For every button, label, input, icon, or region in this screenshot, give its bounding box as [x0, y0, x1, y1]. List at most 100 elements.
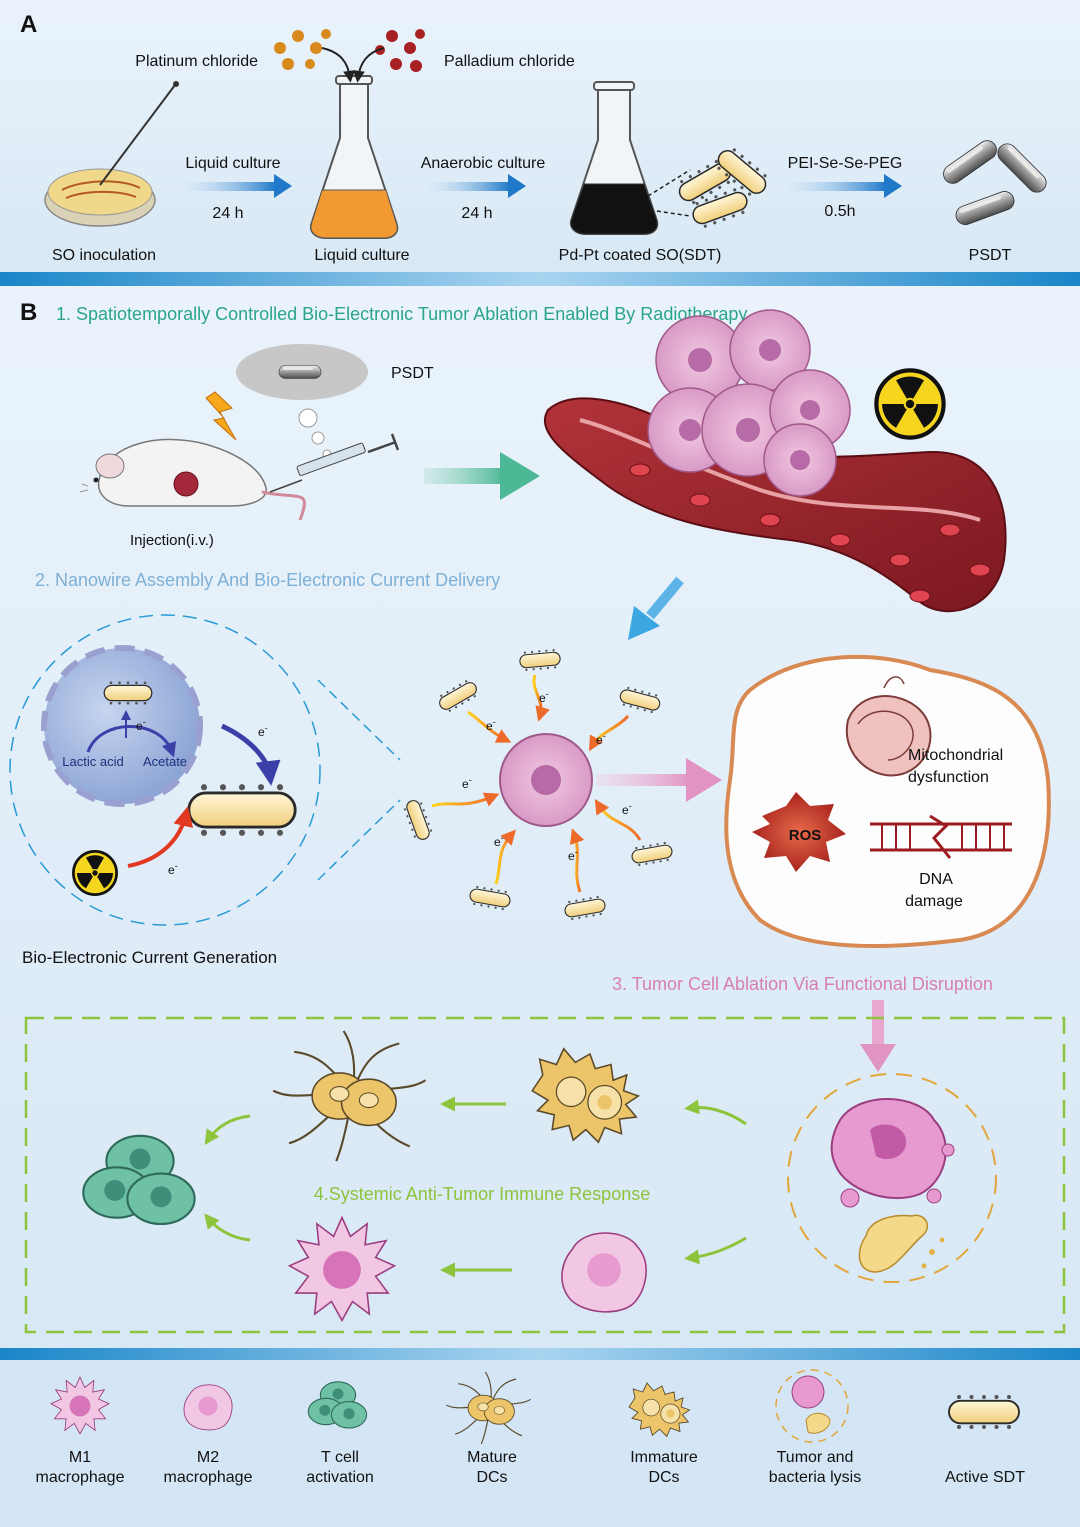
electron-label-6: e-	[596, 731, 606, 747]
ros-burst-icon	[752, 792, 846, 872]
arrow-2-head	[508, 174, 526, 198]
label-dna-2: damage	[905, 893, 963, 910]
thought-bubble-2	[311, 431, 325, 445]
label-time-2: 24 h	[461, 205, 492, 222]
label-injection: Injection(i.v.)	[130, 532, 214, 549]
legend-mdc-line1: Mature	[467, 1449, 517, 1466]
electron-superscript: -	[265, 723, 268, 733]
lysed-tumor-icon	[830, 1098, 955, 1208]
panel-a-background	[0, 0, 1080, 272]
legend-lysis-icon	[775, 1369, 849, 1443]
immune-response-box	[24, 1016, 1066, 1334]
bacterium-inner	[103, 680, 153, 706]
arrow-green-head	[500, 452, 540, 500]
label-ros: ROS	[789, 827, 822, 844]
legend-lysis-line2: bacteria lysis	[769, 1469, 861, 1486]
electron-superscript: -	[603, 731, 606, 741]
electron-label-10: e-	[568, 847, 578, 863]
thought-bubble-1	[298, 408, 318, 428]
electron-label-1: e-	[136, 717, 146, 733]
central-tumor-cell-icon	[499, 733, 593, 827]
current-waves	[431, 674, 642, 893]
step-3-title: 3. Tumor Cell Ablation Via Functional Di…	[612, 974, 993, 994]
legend-m1-line2: macrophage	[36, 1469, 125, 1486]
electron-superscript: -	[546, 689, 549, 699]
bacterium-large	[187, 782, 297, 838]
tumor-cluster-icon	[647, 309, 851, 497]
electron-label-7: e-	[462, 775, 472, 791]
panel-b-letter: B	[20, 299, 37, 326]
zoom-line-4	[317, 799, 401, 881]
cell-damage-outline	[724, 654, 1051, 948]
panel-a-letter: A	[20, 11, 37, 38]
legend-m2-icon	[183, 1384, 233, 1431]
legend-t-line2: activation	[306, 1469, 374, 1486]
label-liquid-culture: Liquid culture	[314, 247, 409, 264]
step-1-title: 1. Spatiotemporally Controlled Bio-Elect…	[56, 304, 747, 324]
platinum-dots-icon	[274, 29, 331, 70]
lysis-circle	[787, 1073, 997, 1283]
label-platinum: Platinum chloride	[135, 53, 258, 70]
label-so-inoculation: SO inoculation	[52, 247, 156, 264]
arrow-pink-down-head	[860, 1044, 896, 1072]
label-lactic-acid: Lactic acid	[62, 754, 123, 769]
arrow-radiation	[127, 806, 194, 868]
legend-idc-line2: DCs	[648, 1469, 679, 1486]
label-bio-current: Bio-Electronic Current Generation	[22, 948, 277, 967]
arrow-blue-diag	[646, 576, 684, 620]
label-dna-1: DNA	[919, 871, 953, 888]
label-sdt: Pd-Pt coated SO(SDT)	[559, 247, 722, 264]
psdt-capsule-icon	[278, 365, 322, 379]
electron-label-4: e-	[539, 689, 549, 705]
electron-label-5: e-	[486, 717, 496, 733]
step-4-title: 4.Systemic Anti-Tumor Immune Response	[314, 1184, 650, 1204]
flask-black-icon	[570, 81, 659, 235]
zoom-line-3	[317, 679, 401, 761]
legend-active-sdt: Active SDT	[945, 1469, 1025, 1486]
radiation-icon-large	[876, 370, 943, 437]
radiation-icon-small	[72, 850, 118, 896]
arrow-palladium	[352, 47, 385, 83]
label-mito-1: Mitochondrial	[908, 747, 1003, 764]
palladium-dots-icon	[375, 29, 425, 72]
petri-dish-icon	[44, 81, 179, 227]
divider-band-bottom	[0, 1348, 1080, 1360]
label-psdt-a: PSDT	[969, 247, 1012, 264]
syringe-icon	[269, 433, 400, 493]
arrow-blue-diag-head	[628, 606, 660, 640]
arrow-pink-head	[686, 758, 722, 802]
label-liquid-culture-arrow: Liquid culture	[185, 155, 280, 172]
legend-t-line1: T cell	[321, 1449, 359, 1466]
legend-m2-line1: M2	[197, 1449, 219, 1466]
mitochondria-icon	[845, 676, 932, 777]
label-anaerobic: Anaerobic culture	[421, 155, 546, 172]
arrow-lactic	[86, 725, 177, 758]
legend-mdc-line2: DCs	[476, 1469, 507, 1486]
arrow-platinum	[321, 47, 356, 83]
mouse-icon	[79, 438, 306, 521]
electron-superscript: -	[493, 717, 496, 727]
m2-macrophage-icon	[561, 1232, 647, 1313]
electron-superscript: -	[469, 775, 472, 785]
lysed-bacterium-icon	[858, 1214, 945, 1273]
legend-background	[0, 1360, 1080, 1527]
arrow-electron-transfer	[220, 723, 281, 786]
label-acetate: Acetate	[143, 754, 187, 769]
arrow-3-head	[884, 174, 902, 198]
zoom-circle	[9, 614, 321, 926]
divider-band-top	[0, 272, 1080, 286]
arrow-1	[186, 182, 276, 191]
electron-superscript: -	[501, 833, 504, 843]
electron-label-8: e-	[622, 801, 632, 817]
legend-idc-line1: Immature	[630, 1449, 698, 1466]
electron-superscript: -	[575, 847, 578, 857]
electron-label-2: e-	[258, 723, 268, 739]
legend-m2-line2: macrophage	[164, 1469, 253, 1486]
electron-superscript: -	[629, 801, 632, 811]
step-2-title: 2. Nanowire Assembly And Bio-Electronic …	[35, 570, 500, 590]
label-psdt-b: PSDT	[391, 365, 434, 382]
legend-active-sdt-icon	[948, 1394, 1020, 1430]
electron-superscript: -	[143, 717, 146, 727]
electron-label-9: e-	[494, 833, 504, 849]
